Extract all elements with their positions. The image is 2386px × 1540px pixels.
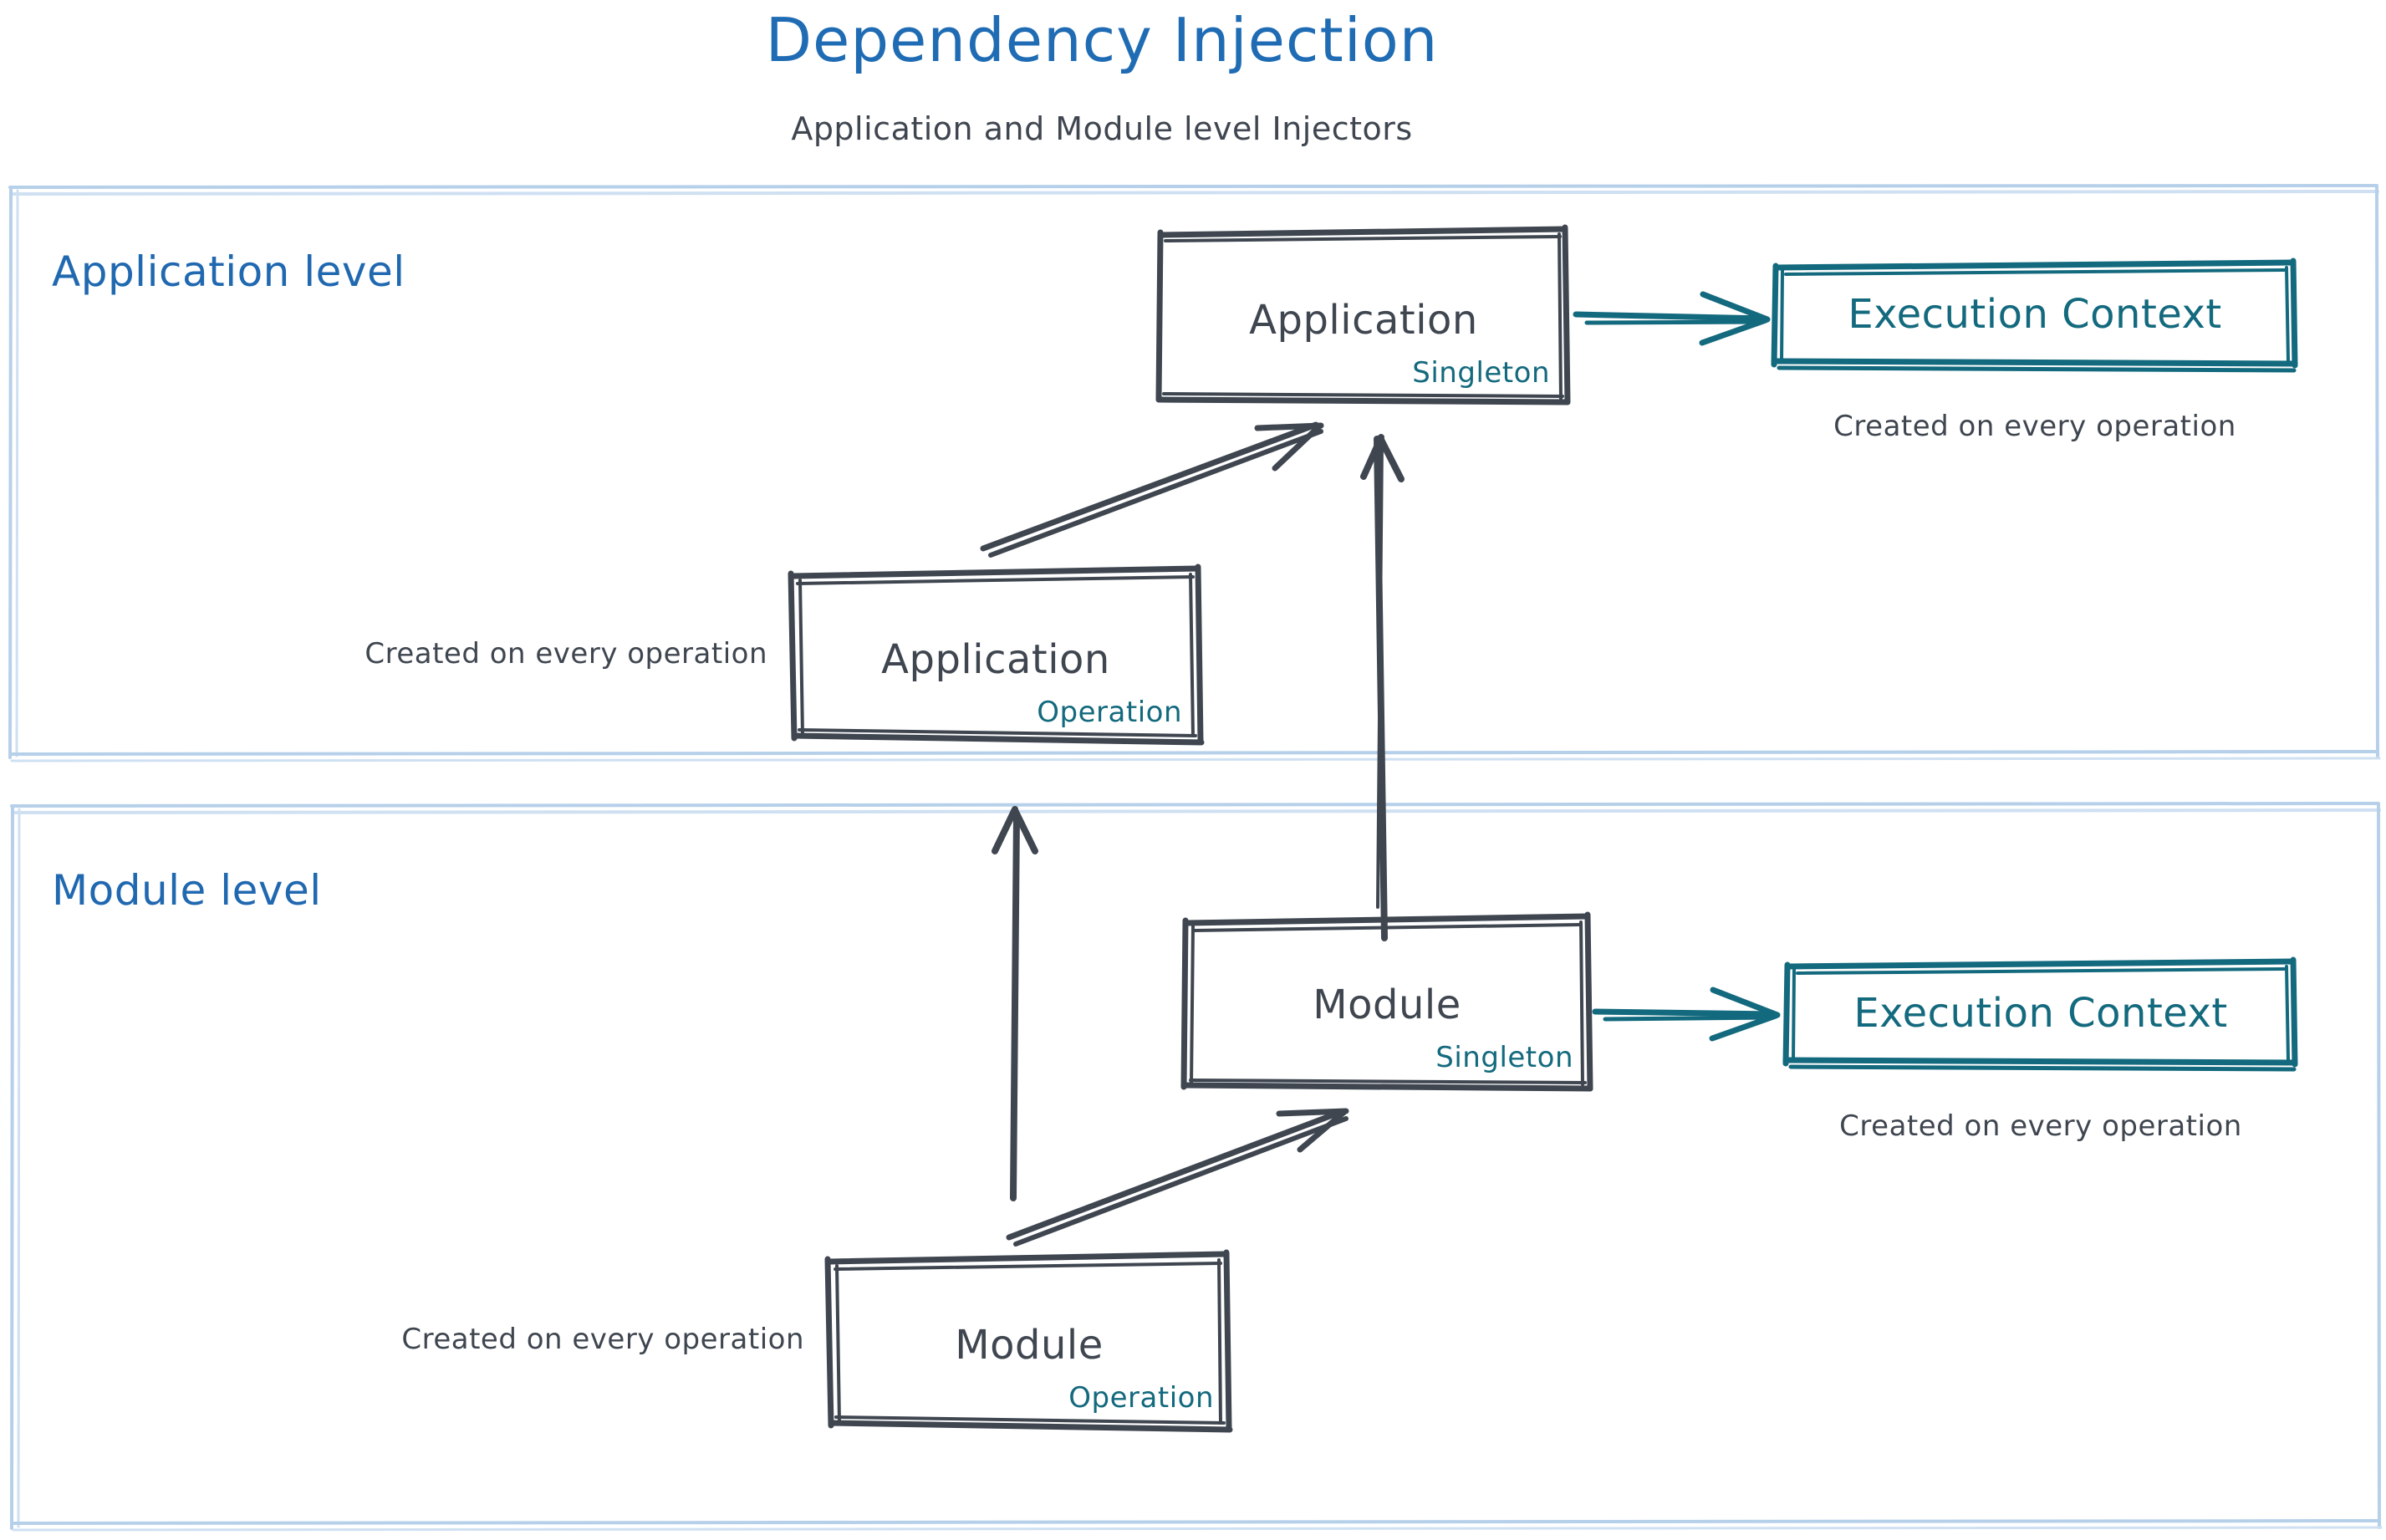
node-application-singleton[interactable]: Application Singleton <box>1159 229 1568 403</box>
note-application-operation: Created on every operation <box>365 637 767 671</box>
node-title: Application <box>1249 297 1478 344</box>
note-module-operation: Created on every operation <box>401 1323 804 1356</box>
node-scope-badge: Operation <box>1037 696 1182 729</box>
node-title: Execution Context <box>1848 291 2222 338</box>
node-title: Execution Context <box>1853 990 2228 1037</box>
arrow-module-singleton-to-execution-context <box>1592 987 1781 1042</box>
node-module-operation[interactable]: Module Operation <box>828 1254 1231 1428</box>
node-scope-badge: Singleton <box>1412 356 1550 390</box>
arrow-module-operation-to-module-singleton <box>1006 1108 1349 1247</box>
module-level-label: Module level <box>52 866 322 915</box>
note-execution-context-module: Created on every operation <box>1839 1109 2242 1143</box>
arrow-app-operation-to-app-singleton <box>980 421 1324 558</box>
node-title: Module <box>1313 982 1461 1028</box>
application-level-label: Application level <box>52 247 405 296</box>
page-title: Dependency Injection <box>765 5 1439 75</box>
node-execution-context-module[interactable]: Execution Context <box>1786 960 2296 1070</box>
note-execution-context-app: Created on every operation <box>1833 410 2236 443</box>
node-title: Application <box>881 636 1110 683</box>
arrow-module-operation-to-application-operation <box>992 806 1038 1201</box>
arrow-app-singleton-to-execution-context <box>1573 291 1771 346</box>
node-execution-context-app[interactable]: Execution Context <box>1774 261 2296 371</box>
node-application-operation[interactable]: Application Operation <box>791 569 1201 742</box>
node-module-singleton[interactable]: Module Singleton <box>1184 916 1590 1089</box>
page-subtitle: Application and Module level Injectors <box>791 110 1413 147</box>
node-title: Module <box>955 1322 1104 1369</box>
arrow-module-singleton-to-app-singleton <box>1360 434 1405 941</box>
node-scope-badge: Singleton <box>1435 1041 1573 1074</box>
node-scope-badge: Operation <box>1068 1381 1214 1415</box>
